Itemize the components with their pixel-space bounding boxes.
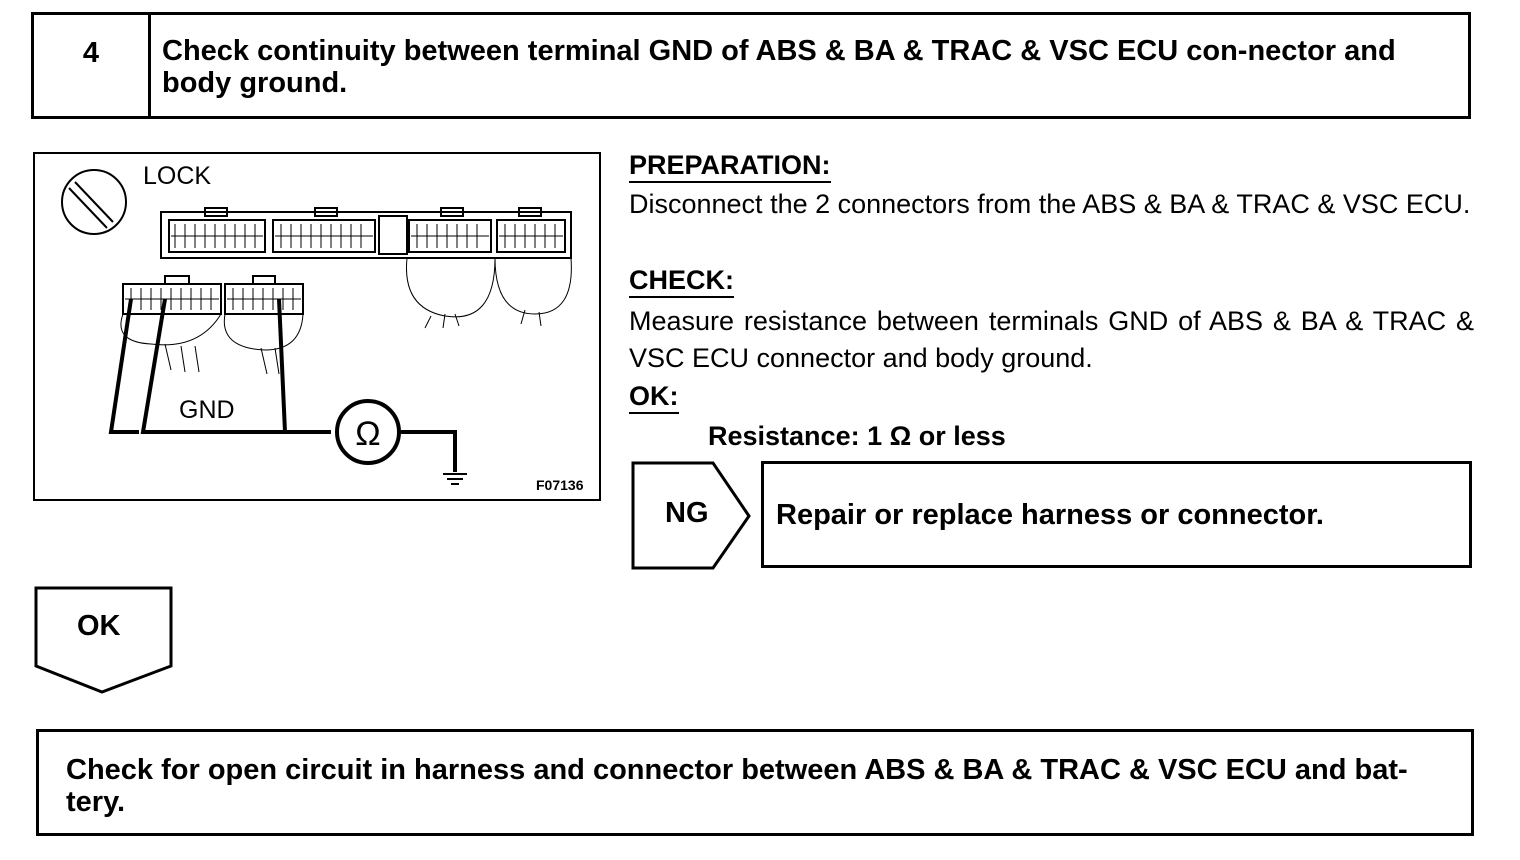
test-lead-wires xyxy=(108,298,457,472)
next-step-box: Check for open circuit in harness and co… xyxy=(36,729,1474,836)
ok-label: OK xyxy=(77,610,121,642)
figure-id: F07136 xyxy=(536,477,584,493)
ng-action-text: Repair or replace harness or connector. xyxy=(776,499,1324,531)
wiring-diagram: Ω LOCK GND F07136 xyxy=(33,152,601,501)
ok-arrow-icon xyxy=(34,586,173,694)
step-header: 4 Check continuity between terminal GND … xyxy=(31,12,1471,119)
step-title: Check continuity between terminal GND of… xyxy=(162,35,1396,99)
resistance-spec: Resistance: 1 Ω or less xyxy=(708,421,1006,451)
ohm-symbol: Ω xyxy=(355,415,380,453)
ng-label: NG xyxy=(665,497,709,529)
ecu-connector-block-icon xyxy=(160,207,572,329)
ground-symbol-icon xyxy=(443,473,467,485)
lock-label: LOCK xyxy=(143,162,212,190)
diagram-drawing: Ω xyxy=(61,169,572,485)
ohmmeter-icon xyxy=(335,399,401,465)
next-step-text: Check for open circuit in harness and co… xyxy=(66,754,1408,818)
step-number-cell: 4 xyxy=(34,15,151,116)
preparation-heading: PREPARATION: xyxy=(629,150,831,183)
gnd-label: GND xyxy=(179,396,235,424)
check-text: Measure resistance between terminals GND… xyxy=(629,306,1474,373)
ng-arrow-icon xyxy=(631,461,751,570)
check-heading: CHECK: xyxy=(629,265,734,298)
ok-heading: OK: xyxy=(629,381,679,414)
ng-action-box: Repair or replace harness or connector. xyxy=(761,461,1472,568)
harness-connector-icon xyxy=(120,275,304,375)
preparation-text: Disconnect the 2 connectors from the ABS… xyxy=(629,189,1471,219)
ignition-lock-icon xyxy=(61,169,127,235)
step-number: 4 xyxy=(82,37,100,69)
